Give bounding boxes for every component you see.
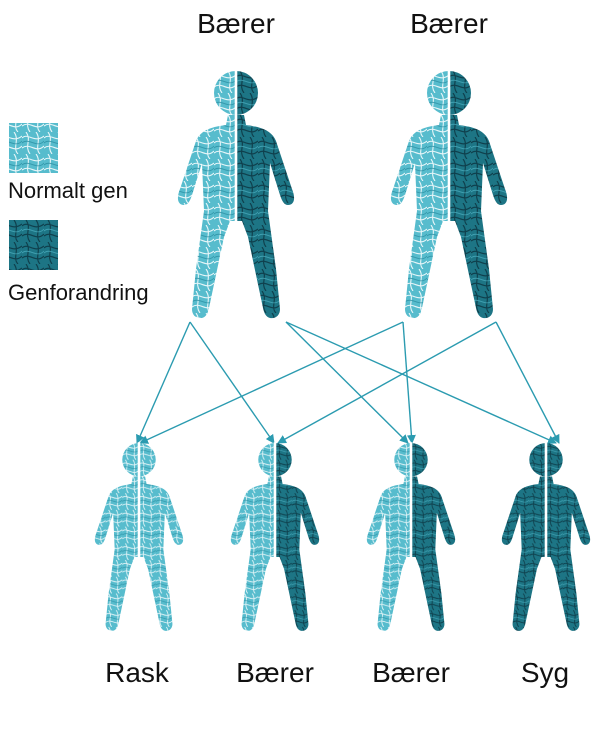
parent-figure-1-left-body (177, 115, 236, 319)
parent-figure-1-right-half (236, 71, 295, 319)
parent-figure-2-left-half (390, 71, 449, 319)
child-figure-4-right-head (546, 443, 563, 477)
parent-figure-2-left-body (390, 115, 449, 319)
arrow-p1-c4 (285, 321, 557, 444)
inheritance-arrows (136, 321, 560, 444)
child-figure-4-left-body (501, 476, 546, 631)
arrow-p1-c3 (285, 321, 409, 444)
arrow-p2-c2 (277, 321, 497, 444)
child-figure-3 (366, 442, 456, 631)
parent-figure-1-left-head (214, 71, 236, 115)
parent-figure-2-right-half (449, 71, 508, 319)
parent-figure-1-right-head (236, 71, 258, 115)
legend: Normalt gen Genforandring (8, 123, 149, 305)
parent-figure-2 (390, 70, 508, 319)
child-figure-2-left-half (230, 443, 275, 631)
child-figure-2-right-half (275, 443, 320, 631)
legend-normal-label: Normalt gen (8, 178, 128, 203)
child-figure-1 (94, 442, 184, 631)
arrow-p2-c3 (402, 321, 416, 444)
child-figure-1-left-head (122, 443, 139, 477)
child-figure-4-right-body (546, 476, 591, 631)
child-figure-3-left-head (394, 443, 411, 477)
legend-normal-swatch (9, 123, 58, 173)
parent-figure-2-right-body (449, 115, 508, 319)
child-figure-1-right-half (139, 443, 184, 631)
arrow-p2-c1 (139, 321, 404, 444)
child-figure-4-left-half (501, 443, 546, 631)
parent-figure-1 (177, 70, 295, 319)
child-3-label: Bærer (372, 657, 450, 688)
child-figure-1-right-body (139, 476, 184, 631)
child-figure-2-right-head (275, 443, 292, 477)
child-figure-3-left-body (366, 476, 411, 631)
child-figure-4-left-head (529, 443, 546, 477)
child-figure-2-left-body (230, 476, 275, 631)
legend-mutation-swatch (9, 220, 58, 270)
child-4-label: Syg (521, 657, 569, 688)
parent-figure-1-right-body (236, 115, 295, 319)
parent-figure-1-left-half (177, 71, 236, 319)
child-figure-2 (230, 442, 320, 631)
child-figure-1-left-body (94, 476, 139, 631)
child-figure-3-right-head (411, 443, 428, 477)
parent-figure-2-left-head (427, 71, 449, 115)
child-figure-3-right-half (411, 443, 456, 631)
parent-1-label: Bærer (197, 8, 275, 39)
child-figure-4-right-half (546, 443, 591, 631)
child-figure-4 (501, 442, 591, 631)
child-1-label: Rask (105, 657, 170, 688)
legend-mutation-label: Genforandring (8, 280, 149, 305)
child-figure-1-left-half (94, 443, 139, 631)
child-figure-3-left-half (366, 443, 411, 631)
arrow-p1-c1 (136, 321, 191, 444)
child-2-label: Bærer (236, 657, 314, 688)
arrow-p1-c2 (189, 321, 275, 444)
child-figure-3-right-body (411, 476, 456, 631)
child-figure-1-right-head (139, 443, 156, 477)
child-figure-2-right-body (275, 476, 320, 631)
arrow-p2-c4 (495, 321, 560, 444)
figures (94, 70, 591, 631)
parent-figure-2-right-head (449, 71, 471, 115)
parent-2-label: Bærer (410, 8, 488, 39)
child-figure-2-left-head (258, 443, 275, 477)
